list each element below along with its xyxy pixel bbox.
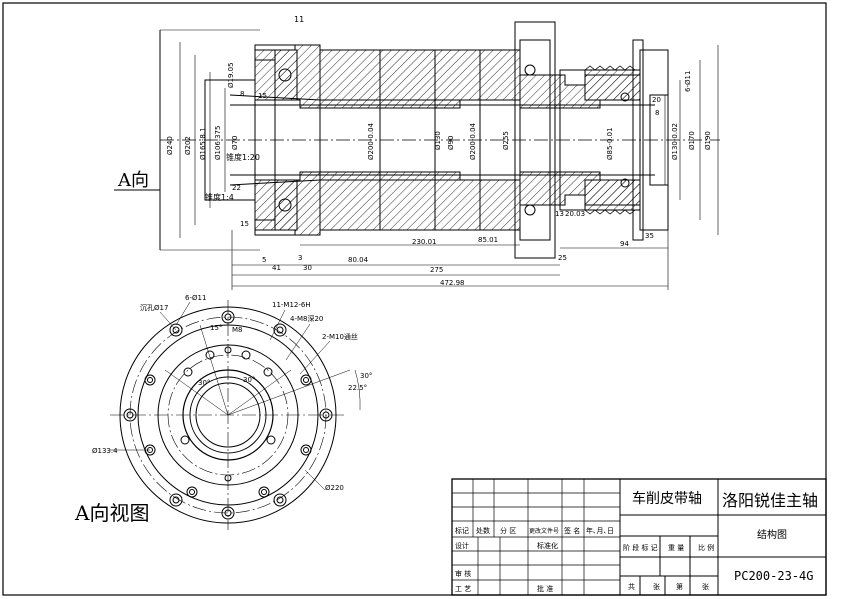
hdr-mark: 标记: [455, 526, 469, 535]
dim-70: Ø70: [231, 136, 239, 150]
dim-230: 230.01: [412, 238, 437, 246]
dim-right-3: Ø190: [704, 131, 712, 150]
revision-header: 标记 处数 分 区 更改文件号 签 名 年､月､日: [455, 526, 614, 535]
sheet-total: 共: [628, 582, 635, 591]
dim-mid-0: Ø200-0.04: [367, 122, 375, 160]
mid-diameter-dims: Ø200-0.04 Ø130 Ø90 Ø200-0.04 Ø255: [367, 122, 510, 160]
sheet-zhang2: 张: [702, 582, 709, 591]
row-approve: 批 准: [537, 584, 553, 593]
company-name: 洛阳锐佳主轴: [722, 491, 818, 510]
dim-472: 472.98: [440, 279, 465, 287]
dim-13: 13: [555, 210, 564, 218]
ann-6-11: 6-Ø11: [185, 294, 206, 302]
sheet-zhang1: 张: [653, 582, 660, 591]
dim-mid-4: Ø255: [502, 131, 510, 150]
hdr-sign: 签 名: [564, 526, 580, 535]
view-caption: A向视图: [74, 501, 149, 525]
hdr-doc: 更改文件号: [529, 527, 559, 535]
row-design: 设计: [455, 541, 469, 550]
lower-length-dims: 22 15 13 20.03 94 35 230.01 85.01 5 41 3…: [232, 184, 654, 287]
row-standard: 标准化: [537, 541, 558, 550]
dim-30: 30: [303, 264, 312, 272]
drawing-type: 结构图: [757, 528, 787, 541]
ann-133: Ø133.4: [92, 447, 118, 455]
hdr-date: 年､月､日: [586, 526, 614, 535]
hdr-zone: 分 区: [500, 526, 516, 535]
dim-94: 94: [620, 240, 629, 248]
row-review: 审 核: [455, 569, 471, 578]
dim-275: 275: [430, 266, 443, 274]
view-label: A向: [117, 170, 149, 191]
ann-30b: 30°: [243, 376, 255, 384]
row-process: 工 艺: [455, 585, 471, 593]
stage-labels: 阶 段 标 记 重 量 比 例: [623, 543, 714, 552]
dim-106: Ø106.375: [214, 126, 222, 160]
dim-20-03: 20.03: [565, 210, 585, 218]
dim-5: 5: [262, 256, 266, 264]
taper-2: 锥度1:4: [205, 192, 234, 202]
a-direction-view: [110, 300, 361, 530]
dim-25: 25: [558, 254, 567, 262]
dim-165: Ø165-8.1: [199, 127, 207, 160]
dim-right-0: Ø85-0.01: [606, 127, 614, 160]
ann-22-5: 22.5°: [348, 384, 367, 392]
drawing-border: [2, 2, 827, 596]
dim-right-6: 8: [655, 109, 659, 117]
part-name: 车削皮带轴: [632, 490, 702, 507]
spindle-section-view: [159, 21, 720, 290]
dim-15b: 15: [240, 220, 249, 228]
sheet-labels: 共 张 第 张: [628, 582, 709, 591]
dim-right-5: 20: [652, 96, 661, 104]
stage-scale: 比 例: [698, 543, 714, 552]
dim-15: 15: [258, 92, 267, 100]
dim-right-2: Ø170: [688, 131, 696, 150]
dim-right-1: Ø130-0.02: [671, 123, 679, 160]
dim-35: 35: [645, 232, 654, 240]
drawing-number: PC200-23-4G: [734, 569, 813, 583]
ann-30c: 30°: [360, 372, 372, 380]
ann-220: Ø220: [325, 484, 344, 492]
dim-3: 3: [298, 254, 302, 262]
dim-top-11: 11: [294, 15, 304, 24]
approval-rows: 设计 标准化 审 核 工 艺 批 准: [455, 541, 558, 593]
dim-80: 80.04: [348, 256, 369, 264]
ann-15deg: 15°: [210, 324, 222, 332]
stage-mark: 阶 段 标 记: [623, 543, 658, 552]
ann-counterbore: 沉孔Ø17: [140, 304, 168, 312]
stage-weight: 重 量: [668, 544, 684, 552]
dim-mid-2: Ø90: [447, 136, 455, 150]
ann-m12: 11-M12-6H: [272, 301, 311, 309]
dim-mid-1: Ø130: [434, 131, 442, 150]
dim-41: 41: [272, 264, 281, 272]
ann-m10: 2-M10通丝: [322, 332, 358, 341]
taper-1: 锥度1:20: [226, 152, 260, 162]
hdr-count: 处数: [476, 526, 490, 535]
dim-mid-3: Ø200-0.04: [469, 122, 477, 160]
dim-202: Ø202: [184, 136, 192, 155]
sheet-no: 第: [676, 582, 683, 591]
ann-30a: 30°: [198, 379, 210, 387]
dim-240: Ø240: [166, 136, 174, 155]
left-diameter-dims: Ø240 Ø202 Ø165-8.1 Ø106.375 Ø70 Ø19.05 8…: [166, 62, 267, 160]
a-view-annotations: 沉孔Ø17 6-Ø11 11-M12-6H 4-M8深20 2-M10通丝 15…: [92, 294, 372, 492]
bolt-holes: [123, 310, 333, 520]
ann-m8: 4-M8深20: [290, 314, 323, 323]
dim-right-4: 6-Ø11: [684, 71, 692, 92]
ann-m8b: M8: [232, 326, 243, 334]
dim-22: 22: [232, 184, 241, 192]
right-diameter-dims: Ø85-0.01 Ø130-0.02 Ø170 Ø190 6-Ø11 20 8: [606, 71, 712, 160]
dim-85: 85.01: [478, 236, 498, 244]
dim-19: Ø19.05: [227, 62, 235, 88]
dim-8: 8: [240, 90, 244, 98]
title-block: [451, 478, 827, 596]
